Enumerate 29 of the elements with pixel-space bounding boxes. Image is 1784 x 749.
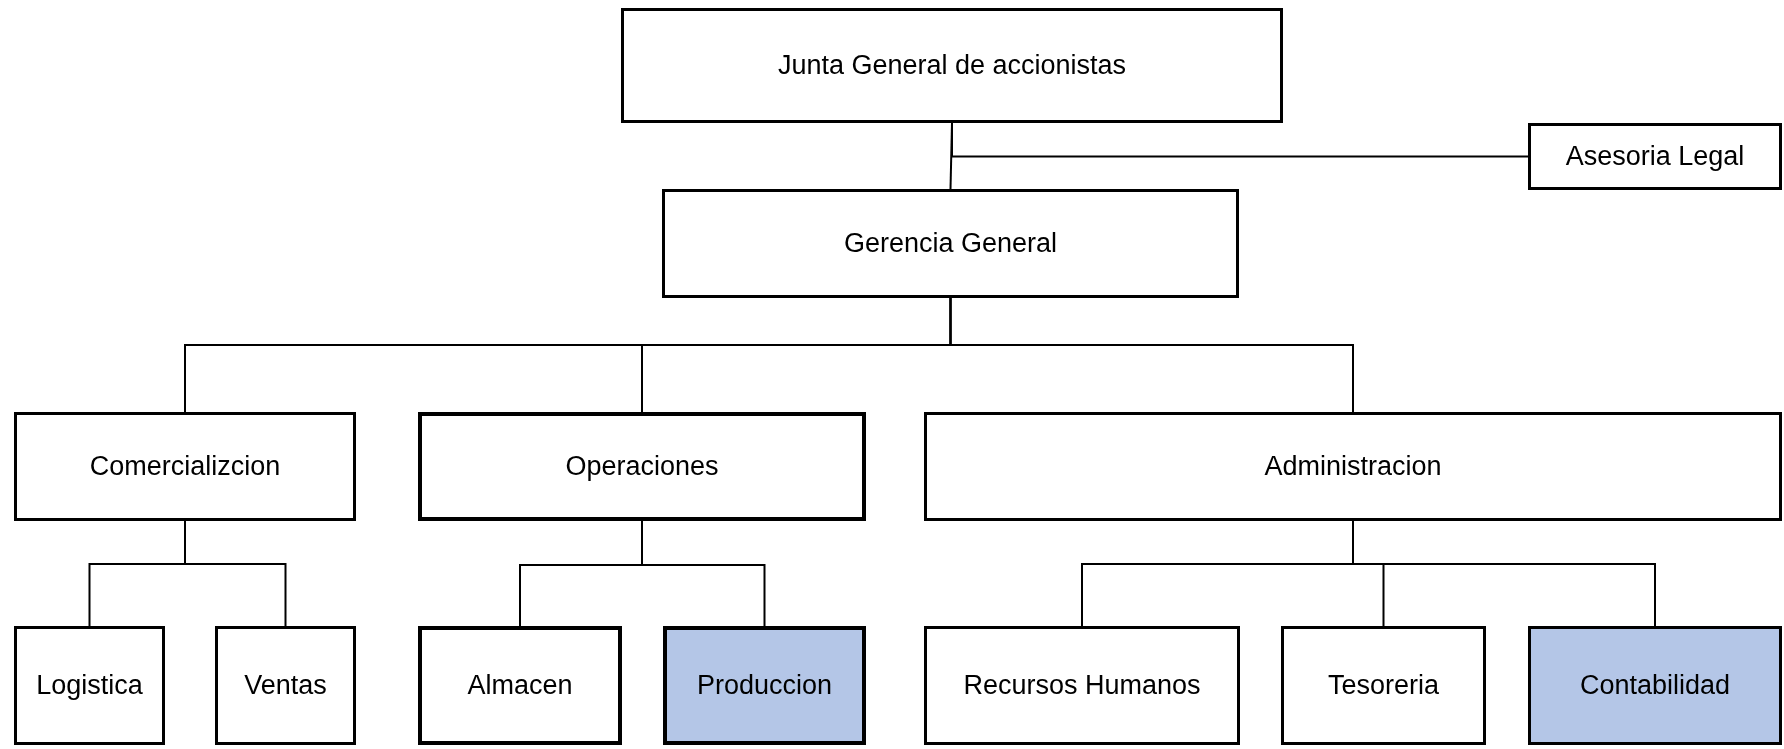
org-box: [215, 626, 356, 745]
org-box: [14, 412, 356, 521]
org-box: [1528, 626, 1782, 745]
org-box: [621, 8, 1283, 123]
box-label: Produccion: [696, 670, 833, 701]
box-label: Junta General de accionistas: [777, 50, 1127, 81]
box-label: Tesoreria: [1327, 670, 1439, 701]
box-label: Gerencia General: [843, 228, 1058, 259]
box-label: Almacen: [467, 670, 573, 701]
box-label: Logistica: [36, 670, 143, 701]
box-label: Contabilidad: [1579, 670, 1731, 701]
org-box: [662, 189, 1239, 298]
box-label: Ventas: [244, 670, 327, 701]
org-box: [924, 412, 1782, 521]
org-box: [663, 626, 866, 745]
org-box: [924, 626, 1240, 745]
org-box: [1528, 123, 1782, 190]
connector-line: [184, 520, 287, 627]
org-box: [14, 626, 165, 745]
box-label: Asesoria Legal: [1565, 141, 1745, 172]
connector-line: [951, 122, 1529, 158]
box-label: Operaciones: [565, 451, 719, 482]
org-box: [418, 412, 866, 521]
connector-line: [949, 297, 1354, 413]
box-label: Administracion: [1264, 451, 1442, 482]
box-label: Comercializcion: [89, 451, 281, 482]
box-label: Recursos Humanos: [963, 670, 1201, 701]
org-box: [1281, 626, 1486, 745]
org-box: [418, 626, 622, 745]
